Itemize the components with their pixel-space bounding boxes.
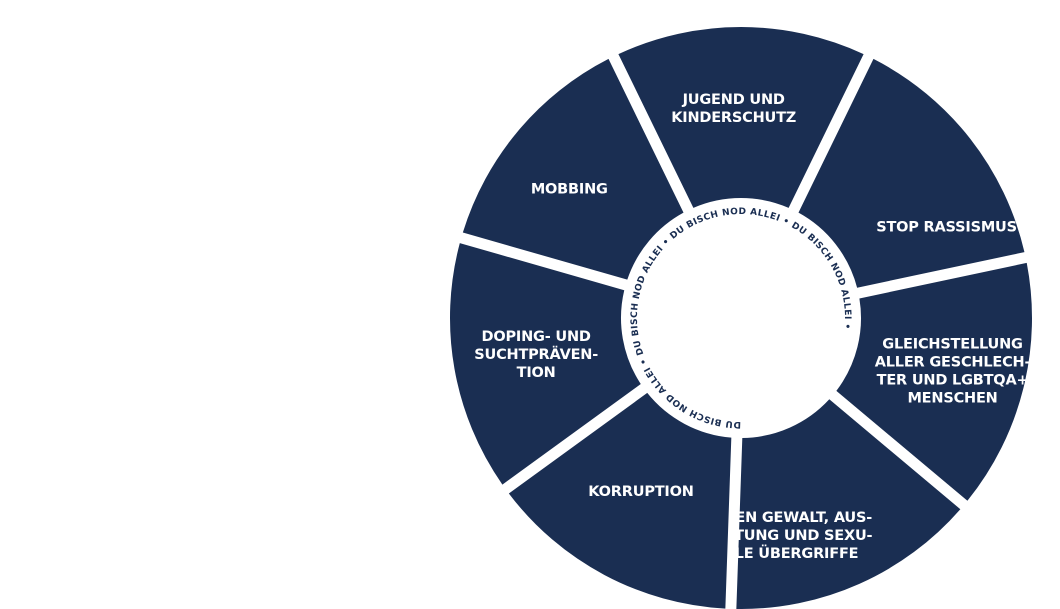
segment-label-gegen-gewalt: GEGEN GEWALT, AUS- BEUTUNG UND SEXU-ELLE … bbox=[702, 510, 873, 562]
segment-label-mobbing: MOBBING bbox=[531, 182, 608, 198]
segment-label-line: ALLER GESCHLECH- bbox=[875, 355, 1031, 371]
segment-label-line: STOP RASSISMUS bbox=[876, 219, 1017, 235]
segment-label-korruption: KORRUPTION bbox=[588, 484, 693, 500]
segment-korruption bbox=[508, 392, 732, 609]
segment-label-gleichstellung: GLEICHSTELLUNG ALLER GESCHLECH- TER UND LG… bbox=[875, 337, 1031, 407]
segment-label-line: GEGEN GEWALT, AUS- bbox=[702, 510, 872, 526]
segment-label-line: MOBBING bbox=[531, 182, 608, 198]
segment-stop-rassismus bbox=[798, 58, 1025, 288]
segment-gegen-gewalt bbox=[736, 399, 961, 609]
segment-label-jugend-kinderschutz: JUGEND UND KINDERSCHUTZ bbox=[671, 92, 796, 126]
segment-label-line: SUCHTPRÄVEN- bbox=[474, 346, 598, 363]
segment-label-line: DOPING- UND bbox=[482, 329, 591, 345]
segment-label-line: BEUTUNG UND SEXU- bbox=[702, 528, 873, 544]
segment-label-line: TION bbox=[517, 365, 556, 381]
segment-label-line: GLEICHSTELLUNG bbox=[882, 337, 1022, 353]
segment-label-line: ELLE ÜBERGRIFFE bbox=[716, 544, 858, 562]
segment-label-line: KINDERSCHUTZ bbox=[671, 110, 796, 126]
segment-label-line: MENSCHEN bbox=[907, 391, 997, 407]
segment-label-stop-rassismus: STOP RASSISMUS bbox=[876, 219, 1017, 235]
segment-doping-sucht bbox=[450, 243, 641, 485]
segment-label-line: JUGEND UND bbox=[682, 92, 785, 108]
segment-jugend-kinderschutz bbox=[618, 27, 864, 208]
segment-gleichstellung bbox=[836, 262, 1032, 501]
segment-label-line: KORRUPTION bbox=[588, 484, 693, 500]
wheel-segments: JUGEND UND KINDERSCHUTZ STOP RASSISMUS GLEI… bbox=[450, 27, 1032, 609]
center-circle bbox=[637, 214, 845, 422]
segment-mobbing bbox=[462, 58, 684, 280]
segment-label-line: TER UND LGBTQA+ bbox=[877, 373, 1029, 389]
